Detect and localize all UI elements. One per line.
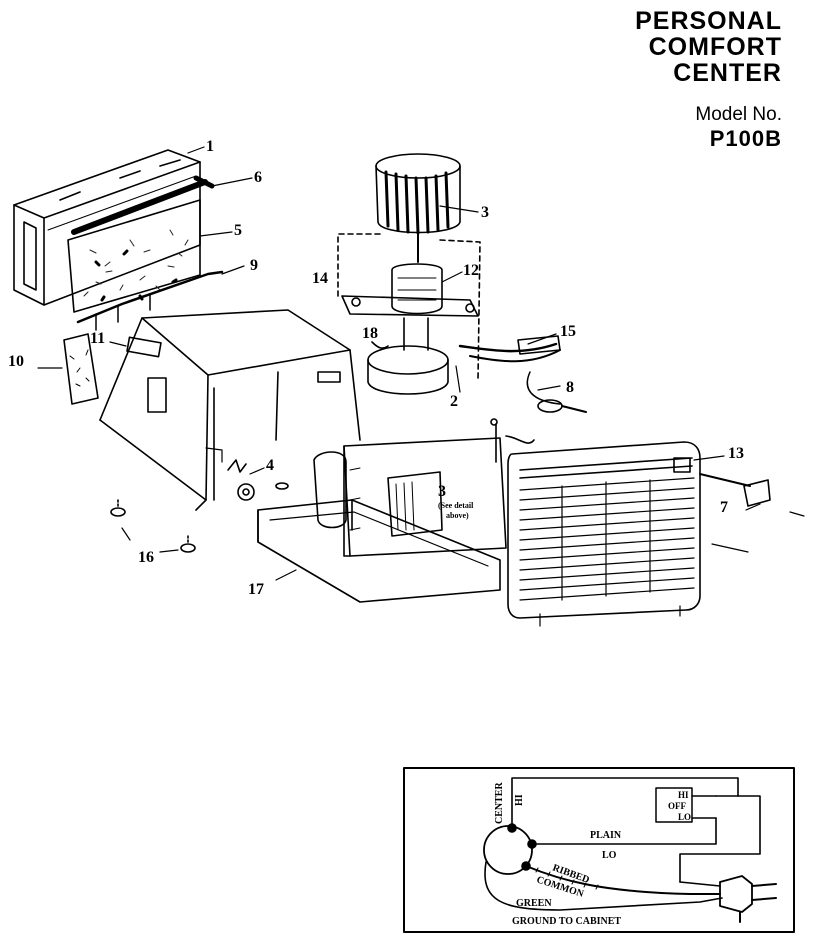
callout-labels: 1 6 5 9 3 14 12 10 11 18 15 8 2 13 4 3 7… (8, 138, 744, 598)
wiring-diagram (403, 767, 795, 933)
leader-lines (37, 146, 761, 581)
see-detail-note-line2: above) (446, 511, 469, 520)
wire-label-lo: LO (602, 850, 617, 861)
callout-15: 15 (560, 323, 576, 340)
callout-5: 5 (234, 222, 242, 239)
part-4-clip (227, 459, 289, 501)
callout-9: 9 (250, 257, 258, 274)
callout-6: 6 (254, 169, 262, 186)
part-6-heater-strip (71, 175, 215, 235)
wire-label-green: GREEN (516, 898, 552, 909)
part-12-motor (341, 263, 479, 351)
switch-label-lo: LO (678, 812, 691, 822)
wire-label-plain: PLAIN (590, 830, 622, 841)
part-7-knob (699, 473, 805, 553)
part-2-base-ring (367, 345, 461, 395)
blower-housing (313, 437, 507, 557)
callout-17: 17 (248, 581, 264, 598)
callout-1: 1 (206, 138, 214, 155)
part-9-rod (76, 270, 224, 331)
callout-8: 8 (566, 379, 574, 396)
part-14-bracket (337, 233, 481, 381)
title-line-2: COMFORT (648, 33, 782, 61)
callout-10: 10 (8, 353, 24, 370)
model-label: Model No. (695, 104, 782, 125)
part-18-pin (371, 341, 389, 349)
callout-14: 14 (312, 270, 328, 287)
model-number: P100B (709, 126, 782, 151)
cabinet-hood (99, 309, 361, 511)
callout-16: 16 (138, 549, 154, 566)
callout-11: 11 (90, 330, 105, 347)
wire-label-ground: GROUND TO CABINET (512, 916, 621, 927)
switch-label-hi: HI (678, 790, 689, 800)
part-15-harness (458, 335, 561, 405)
part-10-side-filter (63, 333, 99, 405)
callout-2: 2 (450, 393, 458, 410)
callout-18: 18 (362, 325, 378, 342)
callout-4: 4 (266, 457, 274, 474)
title-line-3: CENTER (673, 59, 782, 87)
title-line-1: PERSONAL (635, 7, 782, 35)
callout-7: 7 (720, 499, 728, 516)
callout-13: 13 (728, 445, 744, 462)
part-3-blower-wheel (375, 153, 461, 263)
wire-label-center: CENTER (494, 782, 505, 824)
part-16-feet (110, 499, 196, 553)
wire-label-hi: HI (514, 794, 525, 806)
wiring-labels: CENTER HI HI OFF LO PLAIN LO RIBBED COMM… (494, 782, 691, 927)
part-8-thermostat (490, 399, 587, 463)
part-5-filter-pad (67, 199, 201, 313)
see-detail-note-line1: (See detail (438, 501, 474, 510)
callout-12: 12 (463, 262, 479, 279)
title-block: PERSONAL COMFORT CENTER Model No. P100B (635, 8, 782, 152)
callout-3-detail: 3 (438, 483, 446, 500)
part-13-front-grille (507, 441, 701, 627)
switch-label-off: OFF (668, 801, 686, 811)
callout-3: 3 (481, 204, 489, 221)
